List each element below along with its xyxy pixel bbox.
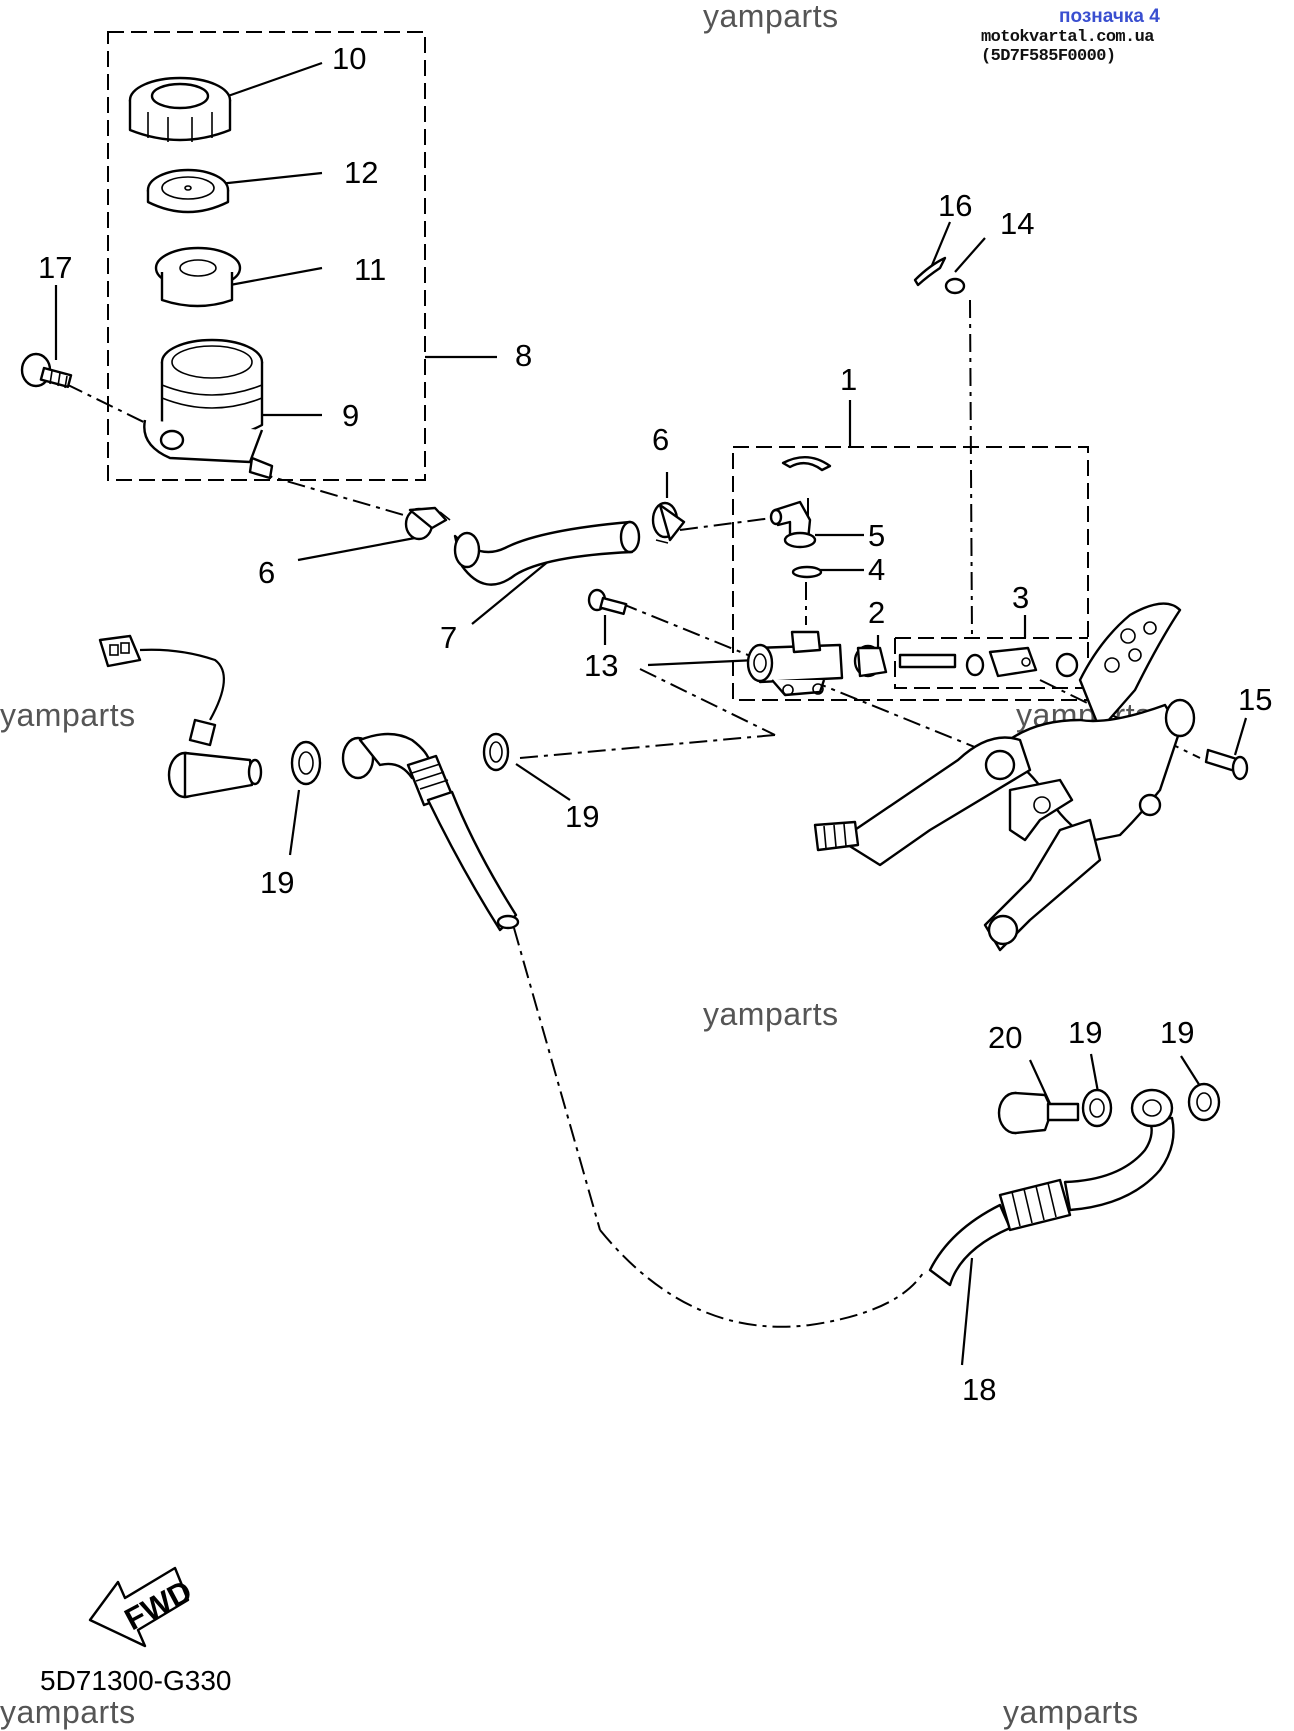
- brake-hose-upper: [341, 732, 520, 932]
- callout-5: 5: [868, 518, 885, 553]
- callout-1: 1: [840, 362, 857, 397]
- callout-11: 11: [354, 252, 386, 287]
- o-ring: [791, 565, 823, 579]
- callout-13: 13: [584, 648, 618, 683]
- diagram-code: 5D71300-G330: [40, 1665, 232, 1696]
- callout-2: 2: [868, 595, 885, 630]
- reservoir-assembly-box: [107, 31, 426, 481]
- callout-14: 14: [1000, 206, 1034, 241]
- diaphragm-plate: [146, 168, 230, 214]
- brake-hose-lower: [928, 1088, 1175, 1287]
- callout-7: 7: [440, 620, 457, 655]
- watermark-top: yamparts: [703, 0, 839, 34]
- callout-10: 10: [332, 41, 366, 76]
- master-cylinder: [746, 630, 844, 697]
- cotter-pin: [913, 256, 947, 287]
- pressure-switch: [98, 634, 263, 799]
- callout-12: 12: [344, 155, 378, 190]
- circlip: [781, 456, 832, 472]
- push-rod-box: [894, 637, 1088, 689]
- dust-boot: [853, 644, 888, 678]
- page-header-label: позначка 4: [1059, 6, 1160, 27]
- callout-6-right: 6: [652, 422, 669, 457]
- callout-4: 4: [868, 552, 885, 587]
- callout-numbers: 10 12 11 8 9 17 6 6 7 1 5 4 2 3 13 16 14…: [38, 41, 1272, 1407]
- reservoir-hose: [453, 520, 641, 586]
- callout-19-middle: 19: [565, 799, 599, 834]
- pivot-pin: [1204, 748, 1249, 781]
- hose-clip-right: [651, 501, 686, 544]
- callout-19-left: 19: [260, 865, 294, 900]
- gasket-right-1: [1081, 1088, 1113, 1128]
- callout-19-right-1: 19: [1068, 1015, 1102, 1050]
- gasket-right-2: [1187, 1082, 1221, 1122]
- reservoir-cap: [128, 76, 232, 142]
- callout-17: 17: [38, 250, 72, 285]
- bolt: [587, 588, 628, 616]
- push-rod: [898, 646, 1079, 678]
- washer: [944, 277, 966, 295]
- diaphragm: [154, 246, 242, 308]
- callout-6-left: 6: [258, 555, 275, 590]
- gasket-left: [290, 740, 322, 786]
- gasket-middle: [482, 732, 510, 772]
- footrest-bracket: [813, 602, 1196, 952]
- callout-19-right-2: 19: [1160, 1015, 1194, 1050]
- hose-joint: [769, 500, 817, 549]
- union-bolt: [997, 1091, 1080, 1135]
- page-header-site: motokvartal.com.ua (5D7F585F0000): [981, 28, 1154, 66]
- reservoir-body: [143, 338, 274, 480]
- callout-3: 3: [1012, 580, 1029, 615]
- callout-8: 8: [515, 338, 532, 373]
- callout-16: 16: [938, 188, 972, 223]
- mounting-screw: [20, 352, 73, 389]
- callout-15: 15: [1238, 682, 1272, 717]
- callout-18: 18: [962, 1372, 996, 1407]
- callout-9: 9: [342, 398, 359, 433]
- leader-lines: [54, 61, 1248, 1366]
- watermark-middle: yamparts: [703, 996, 839, 1032]
- fwd-arrow: FWD: [88, 1566, 198, 1648]
- callout-20: 20: [988, 1020, 1022, 1055]
- hose-clip-left: [404, 506, 451, 541]
- watermark-left: yamparts: [0, 697, 136, 733]
